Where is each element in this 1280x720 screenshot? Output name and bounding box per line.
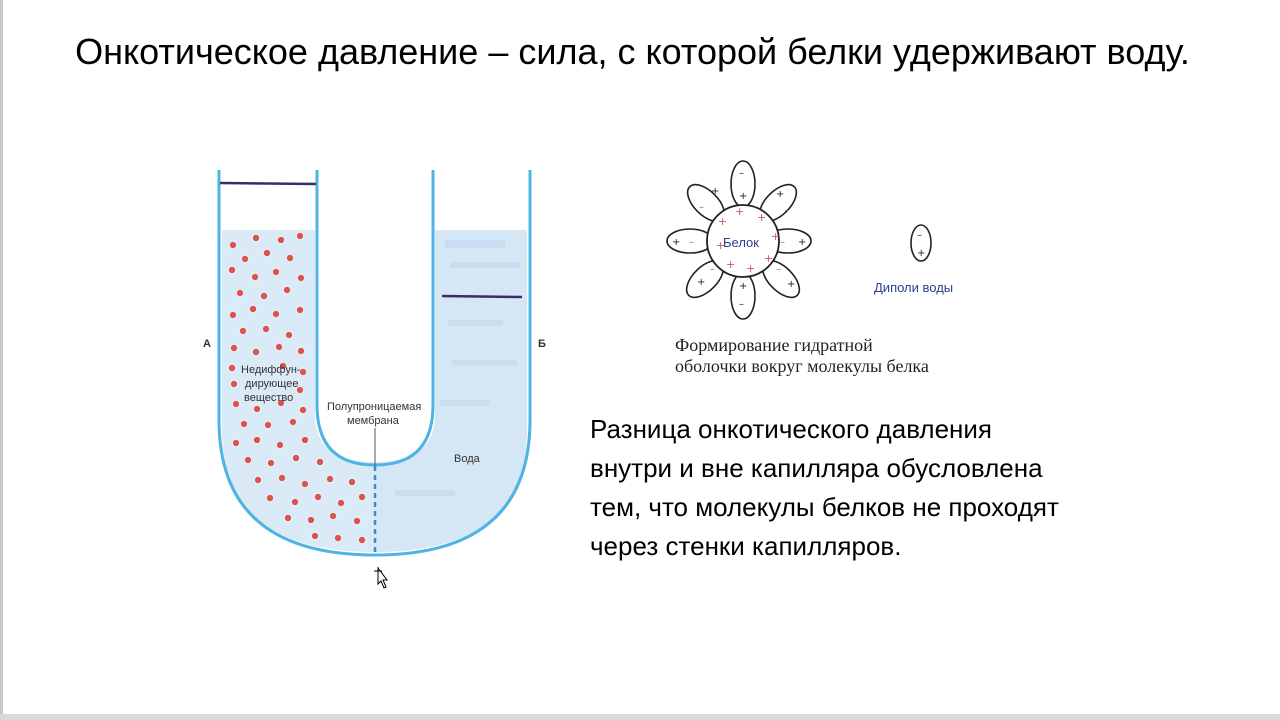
bottom-scroll-bar (0, 714, 1280, 720)
svg-text:+: + (757, 211, 766, 224)
protein-molecule (706, 204, 780, 278)
svg-text:+: + (917, 248, 925, 259)
hydration-caption: Формирование гидратной оболочки вокруг м… (675, 335, 975, 377)
svg-text:+: + (776, 189, 784, 200)
svg-text:+: + (787, 279, 795, 290)
svg-text:–: – (739, 168, 744, 179)
substance-label-3: вещество (244, 392, 293, 404)
svg-text:+: + (672, 237, 680, 248)
u-tube-diagram: А Б Недиффун- дирующее вещество Полупрон… (203, 170, 546, 557)
svg-text:–: – (784, 205, 789, 216)
svg-text:–: – (780, 237, 785, 248)
svg-text:+: + (726, 258, 735, 271)
svg-text:–: – (699, 202, 704, 213)
hydration-caption-line-1: Формирование гидратной (675, 335, 873, 355)
water-texture (395, 240, 520, 496)
protein-label: Белок (723, 235, 759, 250)
svg-text:–: – (689, 237, 694, 248)
move-cursor-icon (374, 566, 388, 589)
level-mark-right (441, 294, 523, 299)
svg-text:+: + (746, 262, 755, 275)
tube-outer-wall (217, 170, 532, 557)
membrane-label-1: Полупроницаемая (327, 401, 421, 413)
substance-label-2: дирующее (245, 378, 298, 390)
single-dipole: – + (910, 224, 932, 262)
water-dipole-ring (666, 160, 812, 320)
side-label-b: Б (538, 338, 546, 350)
dipole-charges: +– +– –+ –+ +– +– +– +– (672, 168, 806, 310)
level-mark-left (219, 181, 317, 186)
protein-charges: +++ +++ ++ (716, 205, 780, 275)
slide-left-border (0, 0, 3, 720)
svg-text:+: + (711, 186, 719, 197)
hydration-shell-diagram: +++ +++ ++ +– +– –+ –+ +– +– +– +– Белок… (666, 160, 953, 320)
dipoles-label: Диполи воды (874, 280, 953, 295)
svg-text:+: + (697, 277, 705, 288)
svg-text:+: + (771, 230, 780, 243)
tube-liquid-right (375, 230, 527, 552)
substance-label-1: Недиффун- (241, 364, 301, 376)
svg-text:+: + (739, 191, 747, 202)
svg-text:+: + (764, 252, 773, 265)
water-label: Вода (454, 453, 481, 465)
hydration-caption-line-2: оболочки вокруг молекулы белка (675, 356, 929, 376)
membrane-label-2: мембрана (347, 415, 400, 427)
svg-text:+: + (739, 281, 747, 292)
svg-text:+: + (716, 239, 725, 252)
svg-text:–: – (776, 264, 781, 275)
svg-text:–: – (739, 299, 744, 310)
svg-text:–: – (917, 230, 922, 241)
side-label-a: А (203, 338, 211, 350)
slide-title: Онкотическое давление – сила, с которой … (75, 31, 1190, 72)
non-diffusing-particles (228, 232, 366, 544)
explanation-text: Разница онкотического давления внутри и … (590, 414, 1059, 561)
svg-text:+: + (718, 215, 727, 228)
svg-text:–: – (710, 264, 715, 275)
svg-text:+: + (735, 205, 744, 218)
svg-text:+: + (798, 237, 806, 248)
